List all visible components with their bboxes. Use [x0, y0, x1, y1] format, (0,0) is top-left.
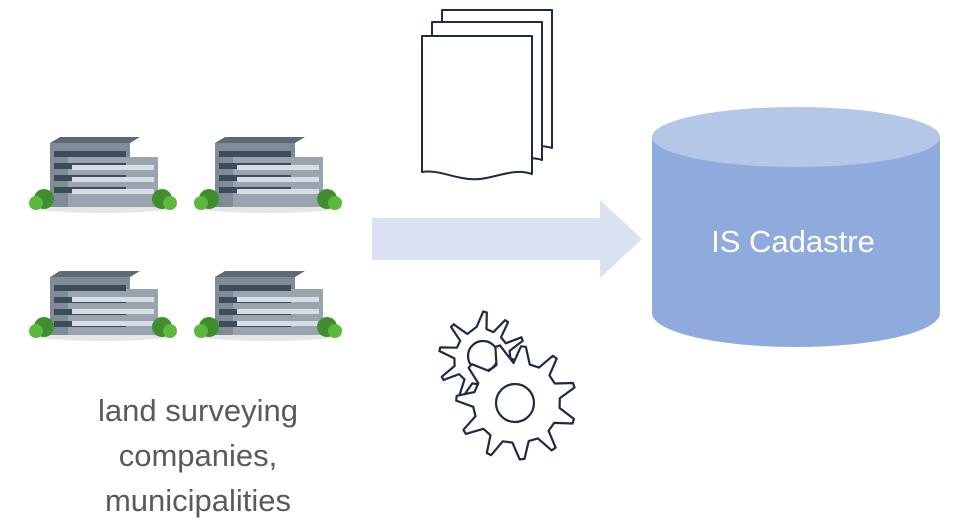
gears-icon: [438, 310, 576, 461]
database-cylinder-icon: [652, 107, 940, 347]
office-building-icon: [28, 135, 178, 215]
office-building-icon: [193, 135, 343, 215]
office-building-icon: [28, 263, 178, 343]
sources-caption: land surveying companies, municipalities: [50, 388, 346, 523]
office-building-icon: [193, 263, 343, 343]
caption-line: municipalities: [104, 483, 292, 518]
database-label: IS Cadastre: [711, 224, 875, 259]
documents-icon: [421, 9, 553, 181]
caption-line: companies,: [118, 438, 278, 473]
right-arrow-icon: [372, 200, 642, 278]
caption-line: land surveying: [98, 393, 298, 428]
buildings-group: [28, 135, 346, 345]
